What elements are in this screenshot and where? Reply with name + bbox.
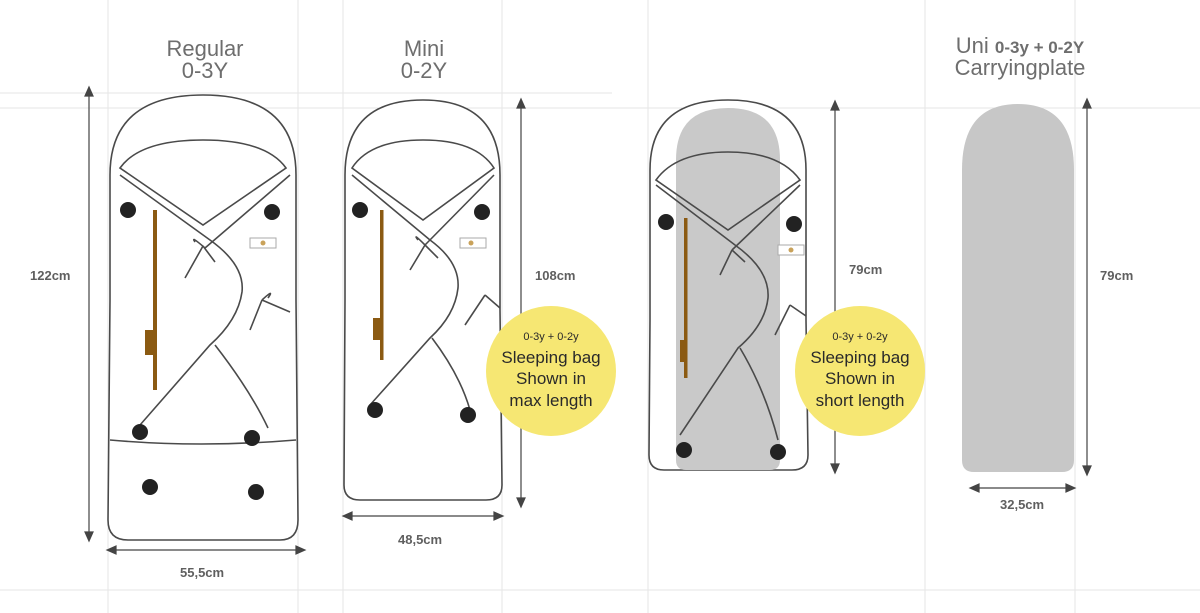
regular-age: 0-3Y (181, 58, 229, 83)
regular-sleeping-bag (107, 94, 299, 541)
regular-zipper (153, 210, 157, 390)
mini-height-label: 108cm (535, 268, 576, 283)
uni-subtitle: Carryingplate (954, 55, 1086, 80)
uni-age: 0-3y + 0-2Y (994, 38, 1085, 57)
mini-age: 0-2Y (400, 58, 448, 83)
badge-line: Sleeping bag (810, 348, 910, 368)
regular-name: Regular (166, 36, 244, 61)
badge-line: Shown in (516, 369, 586, 389)
plate-width-label: 32,5cm (1000, 497, 1045, 512)
uni-name: Uni (955, 33, 989, 58)
carrying-plate (962, 104, 1074, 472)
mini-label-tag (373, 318, 381, 340)
mini-buttons (352, 202, 490, 423)
regular-width-label: 55,5cm (180, 565, 225, 580)
short-length-sleeping-bag (648, 99, 809, 471)
mini-width-label: 48,5cm (398, 532, 443, 547)
short-bag-height-label: 79cm (849, 262, 883, 277)
badge-line: max length (509, 390, 593, 410)
regular-buttons (120, 202, 280, 500)
mini-title: Mini 0-2Y (354, 38, 494, 82)
dimension-arrows (84, 85, 1092, 555)
badge-age: 0-3y + 0-2y (832, 331, 888, 344)
plate-height-label: 79cm (1100, 268, 1134, 283)
max-length-badge: 0-3y + 0-2y Sleeping bag Shown in max le… (486, 306, 616, 436)
mini-name: Mini (403, 36, 445, 61)
regular-title: Regular 0-3Y (135, 38, 275, 82)
uni-title: Uni 0-3y + 0-2Y Carryingplate (920, 35, 1120, 79)
badge-line: Shown in (825, 369, 895, 389)
badge-line: short length (815, 390, 905, 410)
regular-height-label: 122cm (30, 268, 71, 283)
regular-label-tag (145, 330, 153, 355)
mini-sleeping-bag (343, 99, 503, 501)
mini-zipper (380, 210, 384, 360)
short-length-badge: 0-3y + 0-2y Sleeping bag Shown in short … (795, 306, 925, 436)
badge-line: Sleeping bag (501, 348, 601, 368)
badge-age: 0-3y + 0-2y (523, 331, 579, 344)
